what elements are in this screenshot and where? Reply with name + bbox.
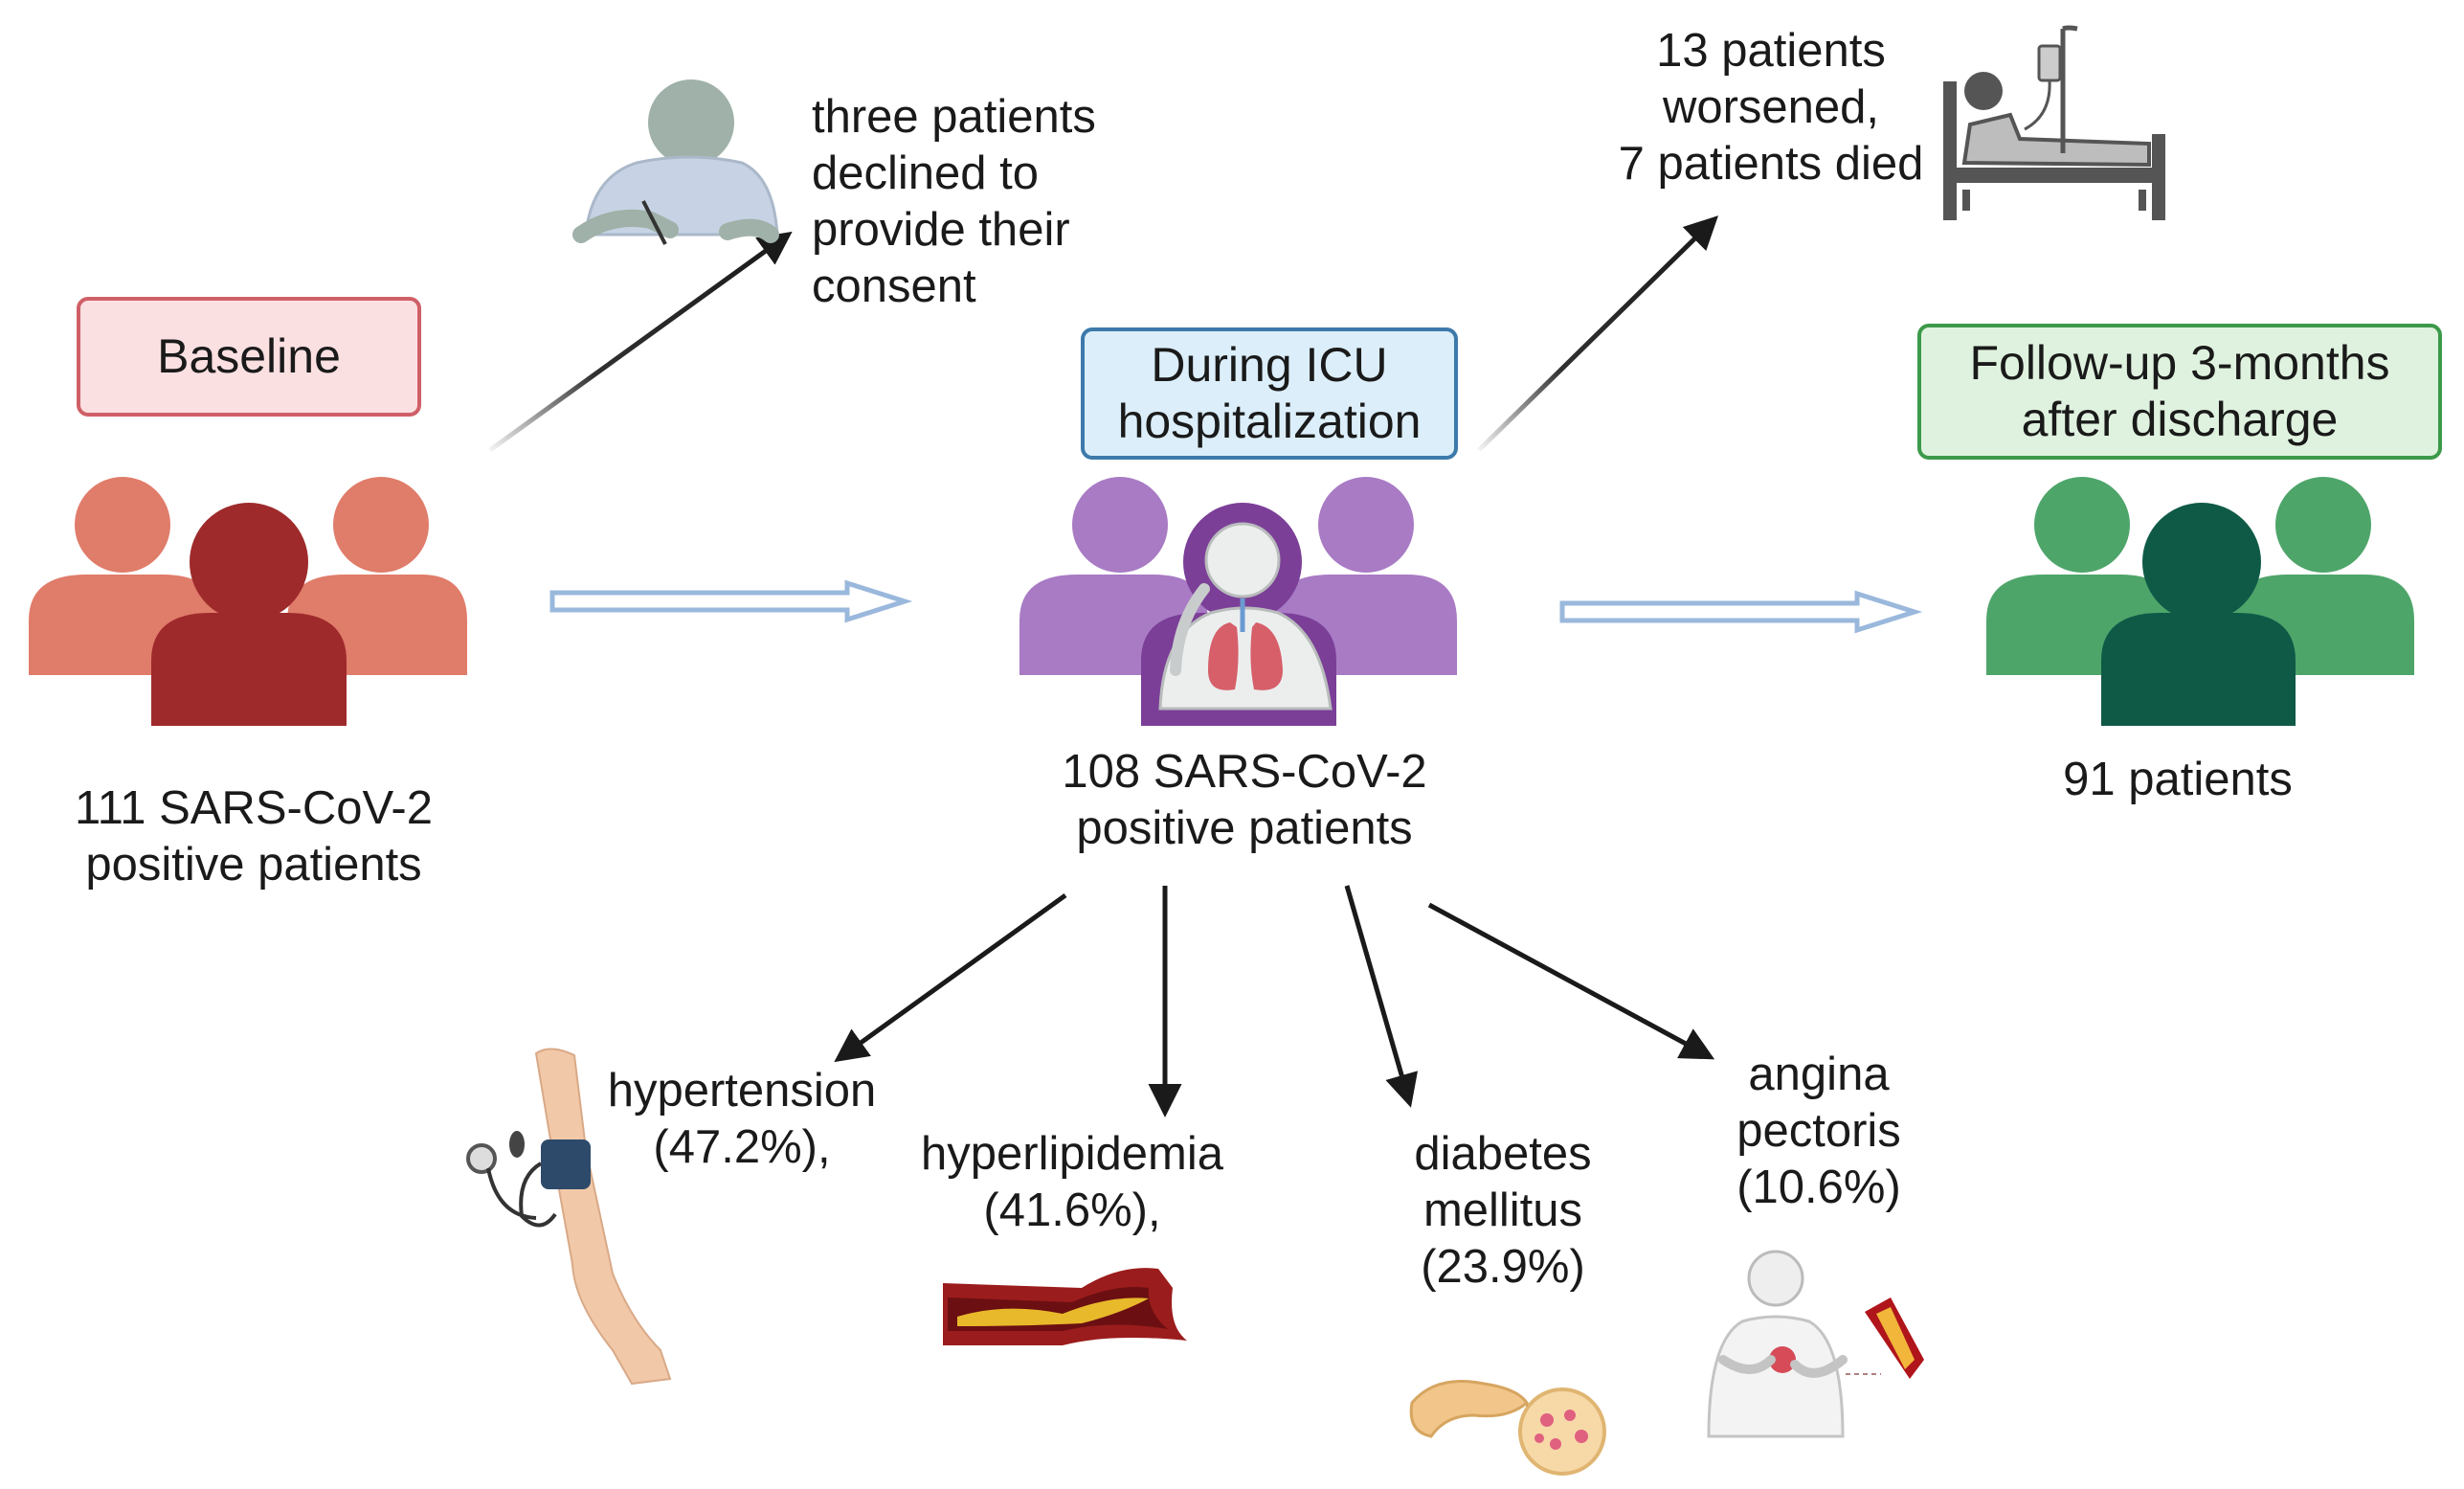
declined-text: three patients declined to provide their… <box>812 91 1096 312</box>
baseline-label: Baseline <box>77 297 421 417</box>
followup-patients-icon <box>1986 477 2414 726</box>
hospital-bed-icon <box>1943 25 2165 220</box>
arrow-hypertension <box>834 892 1067 1063</box>
comorbidity-hypertension: hypertension (47.2%), <box>607 1065 877 1173</box>
followup-label-line-2: after discharge <box>2021 393 2339 446</box>
icu-count: 108 SARS-CoV-2 positive patients <box>1062 746 1427 854</box>
comorbidity-diabetes: diabetes mellitus (23.9%) <box>1414 1128 1592 1293</box>
baseline-count: 111 SARS-CoV-2 positive patients <box>74 782 434 891</box>
icu-label-line-2: hospitalization <box>1117 395 1422 448</box>
arrow-angina <box>1427 902 1715 1060</box>
comorbidity-hyperlipidemia: hyperlipidemia (41.6%), <box>921 1128 1223 1236</box>
icu-label-line-1: During ICU <box>1151 338 1388 392</box>
followup-label-line-1: Follow-up 3-months <box>1969 336 2390 390</box>
pancreas-icon <box>1409 1380 1606 1476</box>
arrow-diabetes <box>1344 885 1419 1108</box>
blood-pressure-cuff-icon <box>466 1048 672 1386</box>
comorbidity-angina: angina pectoris (10.6%) <box>1736 1049 1901 1213</box>
flow-arrow-baseline-to-icu <box>549 579 913 623</box>
arrow-declined <box>488 231 793 453</box>
baseline-patients-icon <box>29 477 467 726</box>
clogged-artery-icon <box>943 1268 1187 1345</box>
followup-count: 91 patients <box>2063 754 2293 805</box>
icu-label: During ICU hospitalization <box>1081 327 1458 460</box>
flow-arrow-icu-to-followup <box>1559 590 1923 634</box>
worsened-text: 13 patients worsened, 7 patients died <box>1618 25 1924 190</box>
person-signing-icon <box>572 79 779 245</box>
icu-patients-icon <box>1019 477 1457 726</box>
followup-label: Follow-up 3-months after discharge <box>1917 324 2442 460</box>
arrow-worsened <box>1477 215 1719 452</box>
chest-pain-icon <box>1707 1250 1924 1438</box>
